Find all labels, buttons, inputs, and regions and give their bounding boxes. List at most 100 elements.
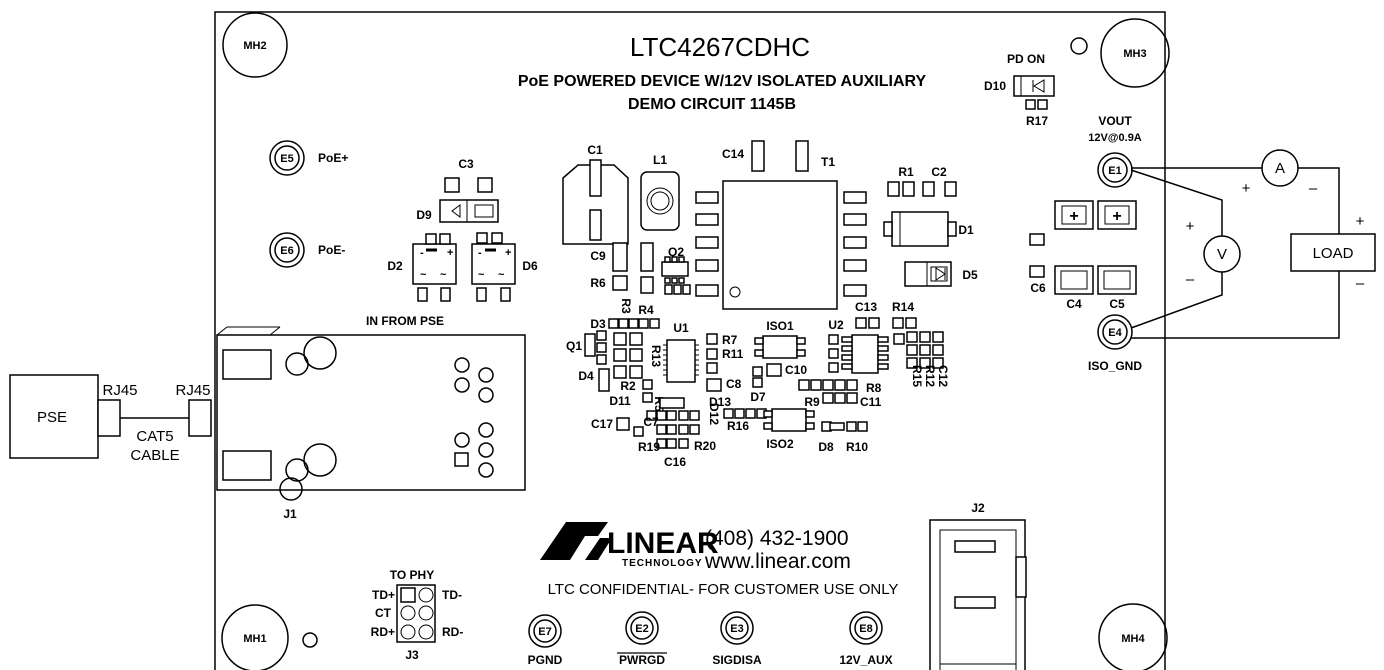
svg-text:+: +	[1112, 208, 1121, 225]
ref-r1: R1	[898, 165, 914, 179]
ref-c13: C13	[855, 300, 877, 314]
bridge-d6: -+ ~~	[471, 232, 516, 302]
svg-text:LOAD: LOAD	[1313, 245, 1354, 262]
transistor-q2	[661, 256, 689, 284]
ref-r2: R2	[620, 379, 636, 393]
board-subtitle: PoE POWERED DEVICE W/12V ISOLATED AUXILI…	[518, 73, 927, 90]
svg-text:+: +	[505, 247, 511, 259]
diode-d1	[883, 211, 957, 247]
svg-text:E4: E4	[1108, 327, 1122, 339]
board-demo-circuit: DEMO CIRCUIT 1145B	[628, 96, 796, 113]
inductor-l1	[640, 171, 680, 231]
ref-d7: D7	[750, 390, 766, 404]
svg-text:E2: E2	[635, 623, 648, 635]
ref-r14: R14	[892, 300, 914, 314]
ref-iso1: ISO1	[766, 319, 794, 333]
board-title: LTC4267CDHC	[630, 32, 810, 62]
pse-box: PSE	[9, 374, 99, 459]
ref-j1: J1	[283, 507, 297, 521]
vout-label: VOUT	[1098, 114, 1132, 128]
terminal-e3: E3	[720, 611, 754, 645]
opto-iso1	[754, 335, 806, 359]
ref-c8: C8	[726, 377, 742, 391]
rj45-plug-right	[188, 399, 212, 437]
mh4-label: MH4	[1121, 633, 1145, 645]
ref-r10: R10	[846, 440, 868, 454]
diode-d5	[904, 261, 952, 287]
mounting-hole-mh1: MH1	[221, 604, 289, 670]
ref-c3: C3	[458, 157, 474, 171]
ref-d2: D2	[387, 259, 403, 273]
12v-aux-label: 12V_AUX	[839, 653, 892, 667]
wire-load-e4	[1131, 271, 1340, 339]
ref-r13: R13	[649, 345, 663, 367]
capacitor-polar-left: +	[1054, 200, 1094, 230]
voltmeter-plus: +	[1186, 218, 1195, 235]
svg-text:E5: E5	[280, 153, 293, 165]
ref-c10: C10	[785, 363, 807, 377]
ref-d13: D13	[709, 395, 731, 409]
ref-iso2: ISO2	[766, 437, 794, 451]
ref-u2: U2	[828, 318, 844, 332]
svg-text:E8: E8	[859, 623, 872, 635]
ref-r6: R6	[590, 276, 606, 290]
diode-d9	[439, 199, 499, 223]
svg-text:+: +	[447, 247, 453, 259]
wire-e1-voltmeter	[1130, 169, 1223, 236]
ref-c11: C11	[860, 395, 882, 409]
rj45-left-label: RJ45	[102, 382, 137, 399]
svg-text:~: ~	[478, 269, 485, 281]
poe-plus-label: PoE+	[318, 151, 348, 165]
ref-c5: C5	[1109, 297, 1125, 311]
mounting-hole-mh2: MH2	[222, 12, 288, 78]
vout-rating: 12V@0.9A	[1088, 132, 1142, 144]
ref-r17: R17	[1026, 114, 1048, 128]
ref-c14: C14	[722, 147, 744, 161]
capacitor-c1	[562, 159, 629, 245]
terminal-e1: E1	[1097, 152, 1133, 188]
ref-d12: D12	[707, 403, 721, 425]
svg-text:PSE: PSE	[37, 409, 67, 426]
terminal-e2: E2	[625, 611, 659, 645]
ref-r11: R11	[722, 347, 744, 361]
ref-r20: R20	[694, 439, 716, 453]
terminal-e8: E8	[849, 611, 883, 645]
opto-iso2	[763, 408, 815, 432]
ref-q1: Q1	[566, 339, 582, 353]
svg-text:~: ~	[440, 269, 447, 281]
terminal-e7: E7	[528, 614, 562, 648]
voltmeter-minus: –	[1186, 271, 1195, 288]
ref-r4: R4	[638, 303, 654, 317]
td-plus-label: TD+	[372, 588, 395, 602]
ref-d9: D9	[416, 208, 432, 222]
ref-c17: C17	[591, 417, 613, 431]
svg-text:~: ~	[498, 269, 505, 281]
svg-text:A: A	[1275, 160, 1285, 177]
transformer-t1	[695, 180, 867, 310]
capacitor-polar-right: +	[1097, 200, 1137, 230]
fiducial-bottom	[302, 632, 318, 648]
header-j3	[396, 584, 436, 643]
ammeter: A	[1261, 149, 1299, 187]
ic-u1	[663, 339, 699, 383]
svg-text:~: ~	[420, 269, 427, 281]
cat5-label: CAT5	[136, 428, 173, 445]
ref-c7: C7	[643, 415, 659, 429]
ct-label: CT	[375, 606, 392, 620]
ref-r9: R9	[804, 395, 820, 409]
ref-c2: C2	[931, 165, 947, 179]
rd-plus-label: RD+	[371, 625, 395, 639]
ref-d10: D10	[984, 79, 1006, 93]
poe-minus-label: PoE-	[318, 243, 345, 257]
svg-text:E7: E7	[538, 626, 551, 638]
svg-text:E6: E6	[280, 245, 293, 257]
capacitor-c4	[1054, 265, 1094, 295]
svg-text:-: -	[420, 247, 424, 259]
ref-l1: L1	[653, 153, 667, 167]
ref-r8: R8	[866, 381, 882, 395]
to-phy-label: TO PHY	[390, 568, 434, 582]
iso-gnd-label: ISO_GND	[1088, 359, 1142, 373]
ic-u2	[841, 334, 889, 374]
svg-text:+: +	[1069, 208, 1078, 225]
